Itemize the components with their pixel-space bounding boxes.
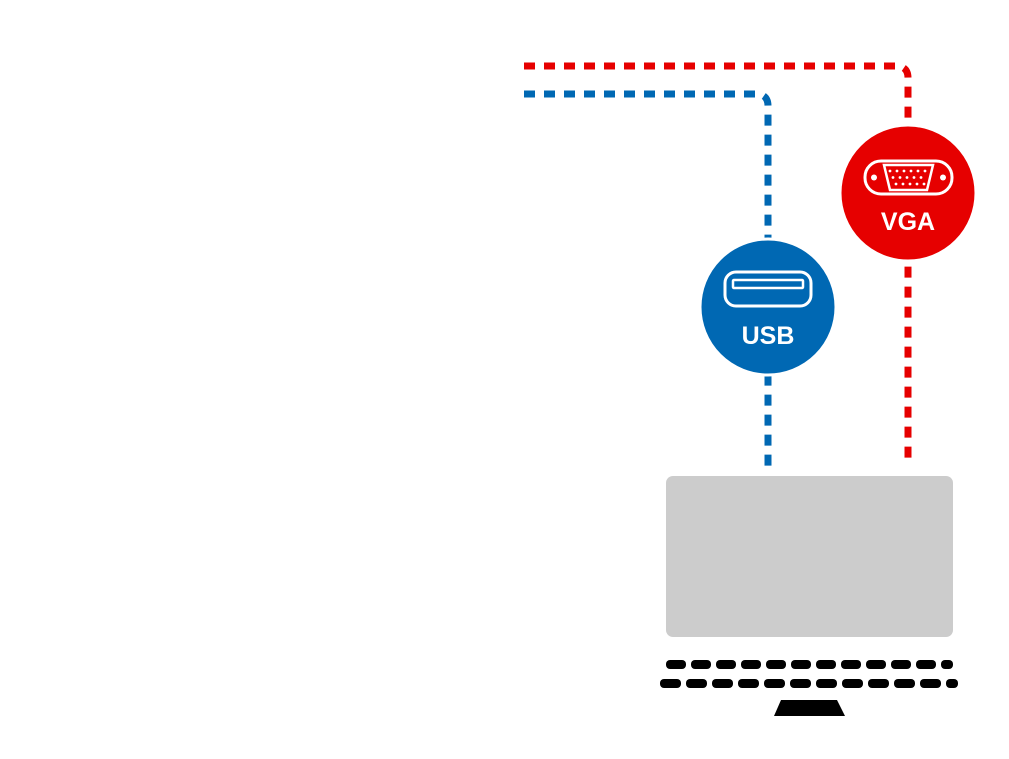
computer-icon [660, 476, 958, 716]
vga-port-icon [863, 159, 954, 196]
vga-cable [524, 62, 912, 466]
computer-screen [666, 476, 953, 637]
usb-label: USB [742, 322, 795, 350]
usb-cable [524, 90, 772, 466]
vga-badge: VGA [838, 123, 978, 263]
keyboard-icon [660, 660, 958, 716]
usb-badge: USB [698, 237, 838, 377]
usb-port-icon [723, 270, 813, 308]
vga-label: VGA [881, 208, 935, 236]
spacebar [774, 700, 845, 716]
